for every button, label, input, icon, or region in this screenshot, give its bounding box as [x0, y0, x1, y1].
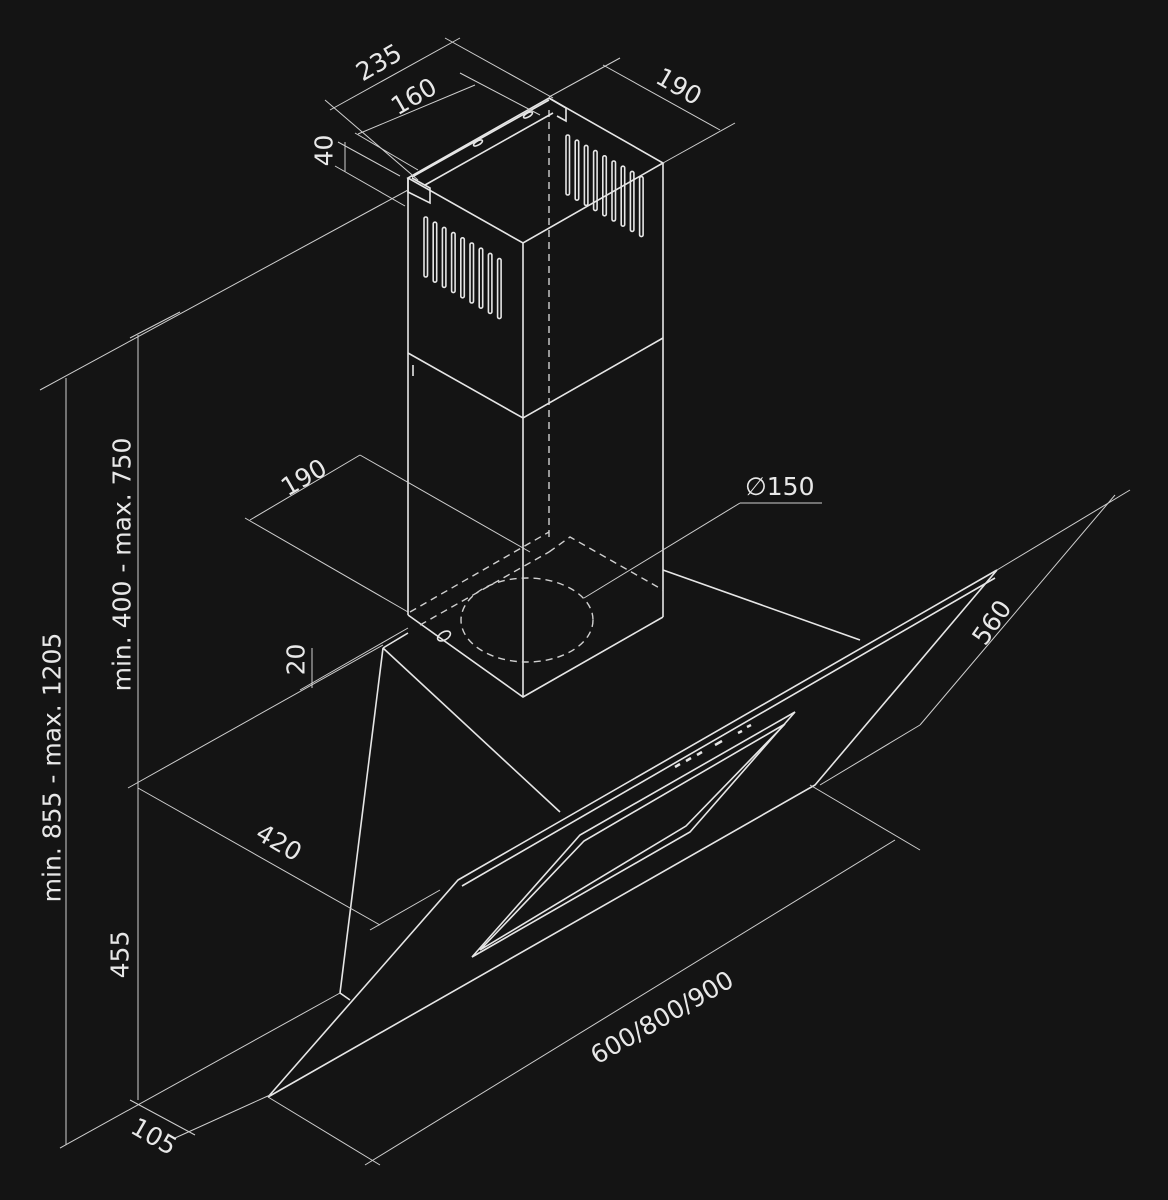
dim-hood-height: 455 — [105, 930, 135, 979]
vent-slot — [432, 221, 438, 283]
dim-duct-diameter: ∅150 — [745, 472, 815, 501]
vent-slots — [423, 134, 644, 320]
dim-chimney-range: min. 400 - max. 750 — [107, 437, 137, 692]
chimney-upper — [406, 97, 665, 697]
vent-slot — [583, 144, 589, 207]
vent-slot — [441, 226, 447, 289]
vent-slot — [469, 242, 475, 304]
mounting-bracket — [407, 97, 567, 205]
vent-slot — [478, 247, 484, 309]
vent-slot — [592, 149, 598, 212]
chimney-base — [407, 531, 664, 698]
dim-bracket-height: 40 — [309, 134, 339, 167]
vent-slot — [459, 237, 466, 299]
hood-body — [267, 569, 998, 1098]
dim-base-offset: 20 — [281, 643, 311, 676]
vent-slot — [620, 165, 626, 227]
vent-slot — [629, 170, 635, 233]
vent-slot — [565, 134, 571, 196]
dim-total-range: min. 855 - max. 1205 — [37, 632, 67, 903]
vent-slot — [601, 155, 608, 217]
vent-slot — [638, 175, 644, 238]
vent-slot — [611, 160, 617, 222]
vent-slot — [450, 231, 456, 294]
vent-slot — [487, 252, 493, 315]
vent-slot — [496, 257, 502, 320]
dimension-lines — [39, 37, 1131, 1166]
vent-slot — [423, 216, 429, 278]
vent-slot — [574, 139, 580, 201]
duct-outlet-dashed — [460, 577, 594, 663]
